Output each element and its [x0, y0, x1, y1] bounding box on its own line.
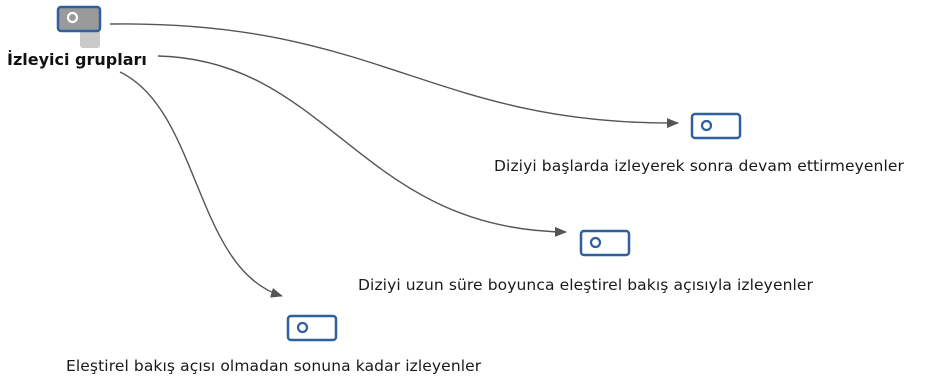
connector-root-to-child-1: [109, 23, 679, 129]
root-node-label: İzleyici grupları: [7, 50, 147, 69]
child-node-2-tag-icon[interactable]: [579, 229, 631, 257]
root-node-tag-icon[interactable]: [52, 2, 106, 50]
child-node-1-label: Diziyi başlarda izleyerek sonra devam et…: [494, 157, 904, 175]
child-node-3-label: Eleştirel bakış açısı olmadan sonuna kad…: [66, 357, 482, 375]
connector-root-to-child-3: [119, 71, 283, 298]
child-node-3-tag-icon[interactable]: [286, 314, 338, 342]
child-node-2-label: Diziyi uzun süre boyunca eleştirel bakış…: [358, 276, 814, 294]
child-node-1-tag-icon[interactable]: [690, 112, 742, 140]
connector-root-to-child-2: [157, 55, 567, 237]
